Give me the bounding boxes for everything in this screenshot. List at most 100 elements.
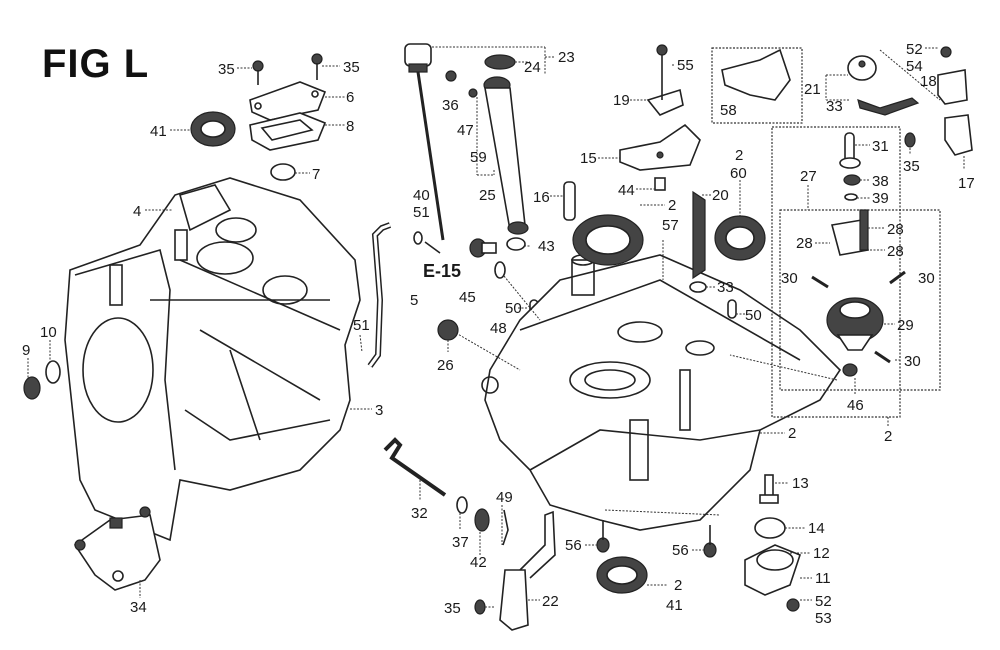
shaft-31 — [839, 132, 861, 169]
lever-22 — [499, 510, 556, 631]
bolt-35c — [904, 132, 916, 148]
o-ring-43 — [506, 237, 526, 251]
filler-tube-25 — [483, 76, 529, 235]
callout-36: 36 — [442, 97, 459, 114]
callout-28: 28 — [796, 235, 813, 252]
callout-9: 9 — [22, 342, 30, 359]
gear-29 — [826, 297, 884, 351]
callout-5: 5 — [410, 292, 418, 309]
callout-19: 19 — [613, 92, 630, 109]
bracket-58 — [721, 48, 791, 101]
callout-51: 51 — [413, 204, 430, 221]
pin-30c — [874, 350, 891, 364]
bearing-60 — [714, 215, 766, 261]
hose-5 — [367, 222, 392, 368]
callout-2: 2 — [884, 428, 892, 445]
crankcase-cover — [481, 254, 842, 531]
leader-lines — [27, 46, 965, 608]
callout-60: 60 — [730, 165, 747, 182]
gasket-12 — [756, 549, 794, 571]
pin-49 — [502, 509, 509, 546]
dowel-50b — [727, 299, 737, 319]
washer-37 — [456, 496, 468, 514]
reference-label-e15: E-15 — [423, 261, 461, 281]
callout-41: 41 — [150, 123, 167, 140]
callout-53: 53 — [815, 610, 832, 627]
callout-12: 12 — [813, 545, 830, 562]
callout-44: 44 — [618, 182, 635, 199]
callout-35: 35 — [444, 600, 461, 617]
callout-47: 47 — [457, 122, 474, 139]
callout-18: 18 — [920, 73, 937, 90]
callout-21: 21 — [804, 81, 821, 98]
pin-30b — [889, 270, 906, 285]
callout-3: 3 — [375, 402, 383, 419]
callout-54: 54 — [906, 58, 923, 75]
cylinder-block — [64, 177, 361, 542]
callout-2: 2 — [735, 147, 743, 164]
callout-28: 28 — [887, 221, 904, 238]
callout-56: 56 — [565, 537, 582, 554]
callout-26: 26 — [437, 357, 454, 374]
bolt-35d — [474, 599, 486, 615]
arrow-e15 — [424, 241, 441, 254]
callout-35: 35 — [343, 59, 360, 76]
callout-2: 2 — [668, 197, 676, 214]
rod-32 — [383, 437, 447, 497]
callout-4: 4 — [133, 203, 141, 220]
washer-48 — [494, 261, 506, 279]
washer-38 — [843, 174, 861, 186]
oil-seal-41-bottom — [596, 556, 648, 594]
callout-2: 2 — [674, 577, 682, 594]
seal-20 — [692, 190, 706, 280]
plate-15 — [619, 123, 701, 171]
breather-cover — [249, 81, 327, 151]
washer-47 — [468, 88, 478, 98]
collar-44 — [654, 177, 666, 191]
bolt-56b — [703, 525, 717, 558]
callout-16: 16 — [533, 189, 550, 206]
clip-39 — [844, 193, 858, 201]
callout-35: 35 — [218, 61, 235, 78]
cover-17 — [944, 114, 973, 156]
callout-30: 30 — [781, 270, 798, 287]
callout-52: 52 — [906, 41, 923, 58]
callout-32: 32 — [411, 505, 428, 522]
bolt-52b — [786, 598, 800, 612]
callout-58: 58 — [720, 102, 737, 119]
callout-33: 33 — [826, 98, 843, 115]
bolt-36 — [445, 70, 457, 82]
bolt-35-right — [311, 53, 323, 80]
oil-seal-41-top — [190, 111, 236, 147]
callout-51: 51 — [353, 317, 370, 334]
callout-37: 37 — [452, 534, 469, 551]
callout-8: 8 — [346, 118, 354, 135]
callout-56: 56 — [672, 542, 689, 559]
box-58 — [711, 47, 803, 124]
callout-50: 50 — [745, 307, 762, 324]
bracket-34 — [73, 506, 161, 591]
callout-41: 41 — [666, 597, 683, 614]
bolt-35-left — [252, 60, 264, 85]
callout-13: 13 — [792, 475, 809, 492]
clip-51 — [413, 231, 423, 245]
mount-14 — [754, 517, 786, 539]
callout-2: 2 — [788, 425, 796, 442]
box-governor-outer — [771, 126, 901, 418]
callout-7: 7 — [312, 166, 320, 183]
rubber-16 — [563, 181, 576, 221]
figure-title: FIG L — [42, 42, 150, 86]
callout-38: 38 — [872, 173, 889, 190]
callout-28: 28 — [887, 243, 904, 260]
callout-34: 34 — [130, 599, 147, 616]
callout-55: 55 — [677, 57, 694, 74]
callout-30: 30 — [918, 270, 935, 287]
callout-59: 59 — [470, 149, 487, 166]
callout-30: 30 — [904, 353, 921, 370]
box-governor-inner — [779, 209, 941, 391]
bolt-56a — [596, 520, 610, 553]
drain-plug-26 — [437, 319, 459, 341]
callout-22: 22 — [542, 593, 559, 610]
nut-9 — [23, 376, 41, 400]
